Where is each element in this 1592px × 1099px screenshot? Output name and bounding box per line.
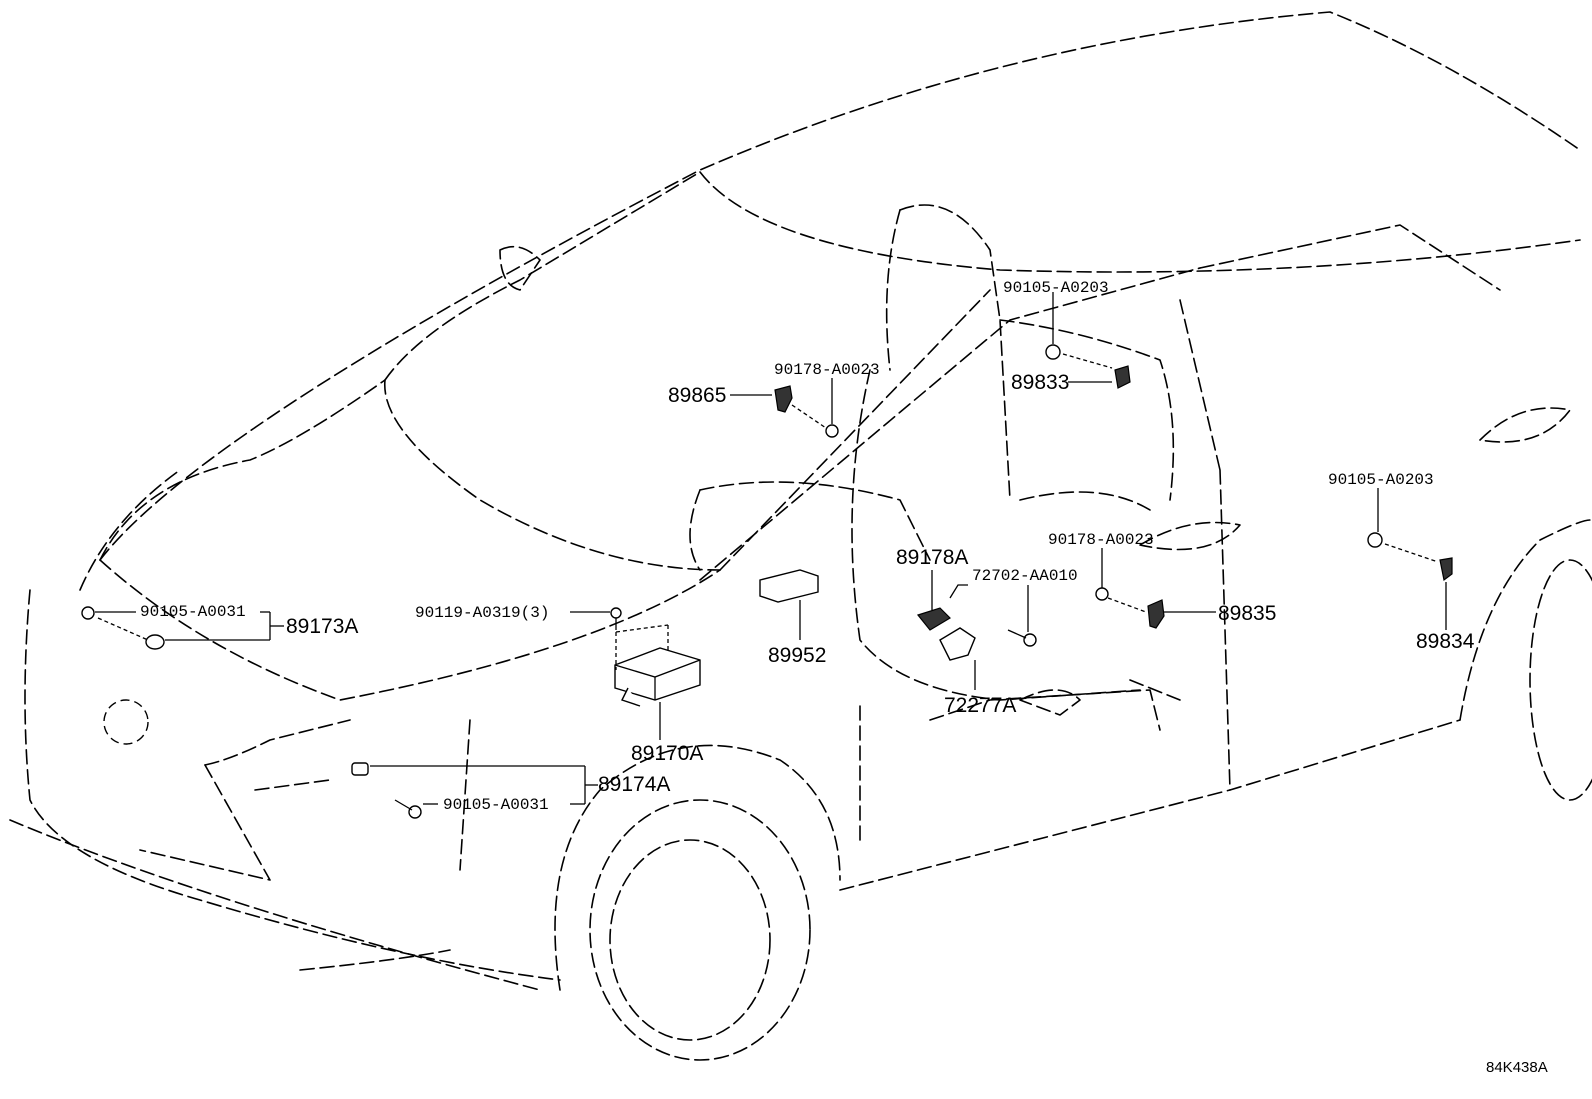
part-labels: 90105-A0203 89833 90178-A0023 89865 8917… bbox=[140, 279, 1548, 1076]
label-90105-a0031-lower: 90105-A0031 bbox=[443, 796, 549, 814]
vehicle-outline bbox=[9, 11, 1592, 1061]
label-90178-a0023-right: 90178-A0023 bbox=[1048, 531, 1154, 549]
label-89173a: 89173A bbox=[286, 615, 358, 638]
sensor-89833-icon bbox=[1114, 365, 1131, 389]
airbag-ecu-89170a-icon bbox=[614, 647, 701, 707]
label-89834: 89834 bbox=[1416, 630, 1475, 653]
label-72277a: 72277A bbox=[944, 694, 1016, 717]
parts-components bbox=[81, 344, 1453, 819]
label-90119-a0319: 90119-A0319(3) bbox=[415, 604, 549, 622]
front-sensor-89174a-icon bbox=[351, 762, 369, 776]
label-72702-aa010: 72702-AA010 bbox=[972, 567, 1078, 585]
bolt-icon bbox=[610, 607, 622, 619]
module-89952-icon bbox=[759, 569, 819, 603]
label-90105-a0203-right: 90105-A0203 bbox=[1328, 471, 1434, 489]
sensor-89835-icon bbox=[1147, 599, 1165, 629]
sensor-89834-icon bbox=[1439, 557, 1453, 582]
bolt-icon bbox=[1045, 344, 1061, 360]
nut-icon bbox=[825, 424, 839, 438]
label-89833: 89833 bbox=[1011, 371, 1069, 394]
bolt-icon bbox=[1367, 532, 1383, 548]
label-89952: 89952 bbox=[768, 644, 826, 667]
bolt-icon bbox=[408, 805, 422, 819]
label-89178a: 89178A bbox=[896, 546, 968, 569]
bolt-icon bbox=[1023, 633, 1037, 647]
seat-sensor-89178a-icon bbox=[916, 607, 951, 631]
label-89835: 89835 bbox=[1218, 602, 1276, 625]
sensor-89865-icon bbox=[774, 385, 793, 413]
front-sensor-89173a-icon bbox=[145, 634, 165, 650]
bolt-icon bbox=[81, 606, 95, 620]
label-90178-a0023-top: 90178-A0023 bbox=[774, 361, 880, 379]
label-89865: 89865 bbox=[668, 384, 726, 407]
figure-code: 84K438A bbox=[1486, 1059, 1548, 1076]
label-89170a: 89170A bbox=[631, 742, 703, 765]
label-89174a: 89174A bbox=[598, 773, 670, 796]
label-90105-a0203-top: 90105-A0203 bbox=[1003, 279, 1109, 297]
nut-icon bbox=[1095, 587, 1109, 601]
leader-lines bbox=[95, 292, 1447, 805]
seat-bracket-72277a-icon bbox=[939, 627, 976, 661]
label-90105-a0031-left: 90105-A0031 bbox=[140, 603, 246, 621]
